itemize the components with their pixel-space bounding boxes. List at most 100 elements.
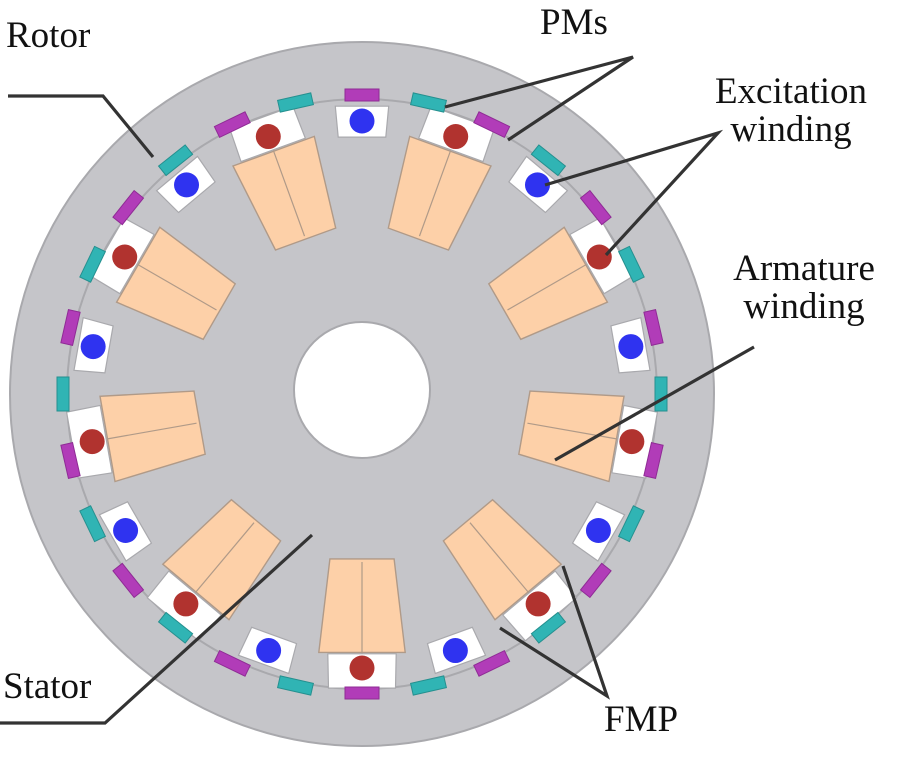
pm-magnet-teal — [276, 92, 315, 113]
pm-magnet-group — [409, 675, 448, 696]
pm-magnet-group — [157, 611, 194, 644]
pm-magnet-group — [530, 611, 567, 644]
armature-coil — [518, 390, 625, 483]
excitation-conductor-positive — [255, 124, 281, 150]
armature-coil — [99, 390, 206, 483]
pm-magnet-magenta — [213, 111, 251, 139]
pm-magnet-magenta — [60, 441, 81, 480]
pm-magnet-group — [617, 505, 645, 543]
pm-magnet-group — [213, 111, 251, 139]
pm-magnet-group — [112, 189, 145, 226]
pm-magnet-group — [579, 189, 612, 226]
pm-magnet-magenta — [112, 562, 145, 599]
pm-magnet-group — [56, 376, 70, 412]
pm-magnet-group — [344, 686, 380, 700]
pm-magnet-teal — [79, 505, 107, 543]
excitation-conductor-negative — [174, 172, 200, 198]
pm-magnet-magenta — [112, 189, 145, 226]
excitation-winding-label-line2: winding — [730, 109, 852, 150]
excitation-winding-label-line1: Excitation — [714, 71, 868, 112]
pm-magnet-group — [79, 245, 107, 283]
pm-magnet-group — [60, 308, 81, 347]
pms-label: PMs — [540, 2, 608, 43]
pm-magnet-teal — [530, 611, 567, 644]
excitation-conductor-positive — [586, 244, 612, 270]
pm-magnet-group — [654, 376, 668, 412]
pms-leader — [444, 55, 634, 142]
excitation-conductor-negative — [524, 172, 550, 198]
pm-magnet-magenta — [579, 189, 612, 226]
excitation-conductor-positive — [79, 429, 105, 455]
excitation-conductor-positive — [173, 591, 199, 617]
excitation-conductor-positive — [112, 244, 138, 270]
pm-magnet-magenta — [60, 308, 81, 347]
pm-magnet-group — [213, 649, 251, 677]
pm-magnet-group — [276, 92, 315, 113]
armature-coil-divider — [103, 422, 197, 441]
pm-magnet-group — [579, 562, 612, 599]
excitation-conductor-negative — [442, 638, 468, 664]
pm-magnet-teal — [276, 675, 315, 696]
pm-magnet-group — [276, 675, 315, 696]
pm-magnet-teal — [56, 376, 70, 412]
pm-magnet-group — [60, 441, 81, 480]
pm-magnet-group — [473, 649, 511, 677]
pm-magnet-magenta — [344, 686, 380, 700]
pm-magnet-group — [617, 245, 645, 283]
excitation-winding-leader — [544, 129, 724, 257]
armature-coil — [487, 226, 609, 341]
stator-leader — [0, 533, 314, 725]
excitation-conductor-negative — [618, 334, 644, 360]
shaft-bore — [293, 321, 431, 459]
armature-coil — [387, 135, 492, 251]
leader-lines — [0, 55, 755, 725]
armature-winding-label-line2: winding — [743, 286, 865, 327]
pm-magnet-group — [643, 441, 664, 480]
excitation-winding-label: Excitation winding — [700, 73, 882, 149]
pm-magnet-magenta — [344, 88, 380, 102]
pm-magnet-group — [79, 505, 107, 543]
pm-magnet-group — [157, 144, 194, 177]
armature-coil-divider — [507, 262, 590, 311]
excitation-conductor-negative — [349, 108, 375, 134]
pm-magnet-teal — [617, 505, 645, 543]
excitation-conductor-negative — [256, 638, 282, 664]
armature-coil-divider — [469, 522, 531, 596]
rotor-label: Rotor — [6, 15, 91, 56]
pm-magnet-teal — [157, 144, 194, 177]
pm-magnet-magenta — [473, 111, 511, 139]
armature-winding-label: Armature winding — [718, 250, 890, 326]
pm-magnet-teal — [79, 245, 107, 283]
pm-magnet-teal — [654, 376, 668, 412]
pm-magnet-group — [112, 562, 145, 599]
pm-magnet-group — [643, 308, 664, 347]
armature-coil-divider — [134, 262, 217, 311]
pm-magnet-group — [473, 111, 511, 139]
pm-magnet-teal — [617, 245, 645, 283]
pm-magnet-magenta — [643, 308, 664, 347]
armature-coil — [232, 135, 337, 251]
armature-winding-label-line1: Armature — [733, 248, 875, 289]
armature-coil-divider — [418, 147, 453, 237]
pm-magnet-group — [344, 88, 380, 102]
excitation-conductor-positive — [349, 655, 375, 681]
pm-magnet-magenta — [213, 649, 251, 677]
fmp-leader — [499, 565, 610, 700]
pm-magnet-teal — [530, 144, 567, 177]
stator — [65, 98, 659, 690]
excitation-conductor-positive — [619, 429, 645, 455]
pm-magnet-magenta — [473, 649, 511, 677]
armature-coil-divider — [527, 422, 621, 441]
excitation-conductor-negative — [113, 518, 139, 543]
pm-magnet-magenta — [579, 562, 612, 599]
armature-coil-divider — [271, 147, 306, 237]
excitation-conductor-positive — [443, 124, 469, 150]
pm-magnet-teal — [409, 675, 448, 696]
pm-magnet-magenta — [643, 441, 664, 480]
armature-winding-leader — [554, 345, 755, 462]
armature-coil-divider — [193, 522, 255, 596]
stator-label: Stator — [3, 666, 92, 707]
pm-magnet-group — [530, 144, 567, 177]
armature-coil — [115, 226, 237, 341]
